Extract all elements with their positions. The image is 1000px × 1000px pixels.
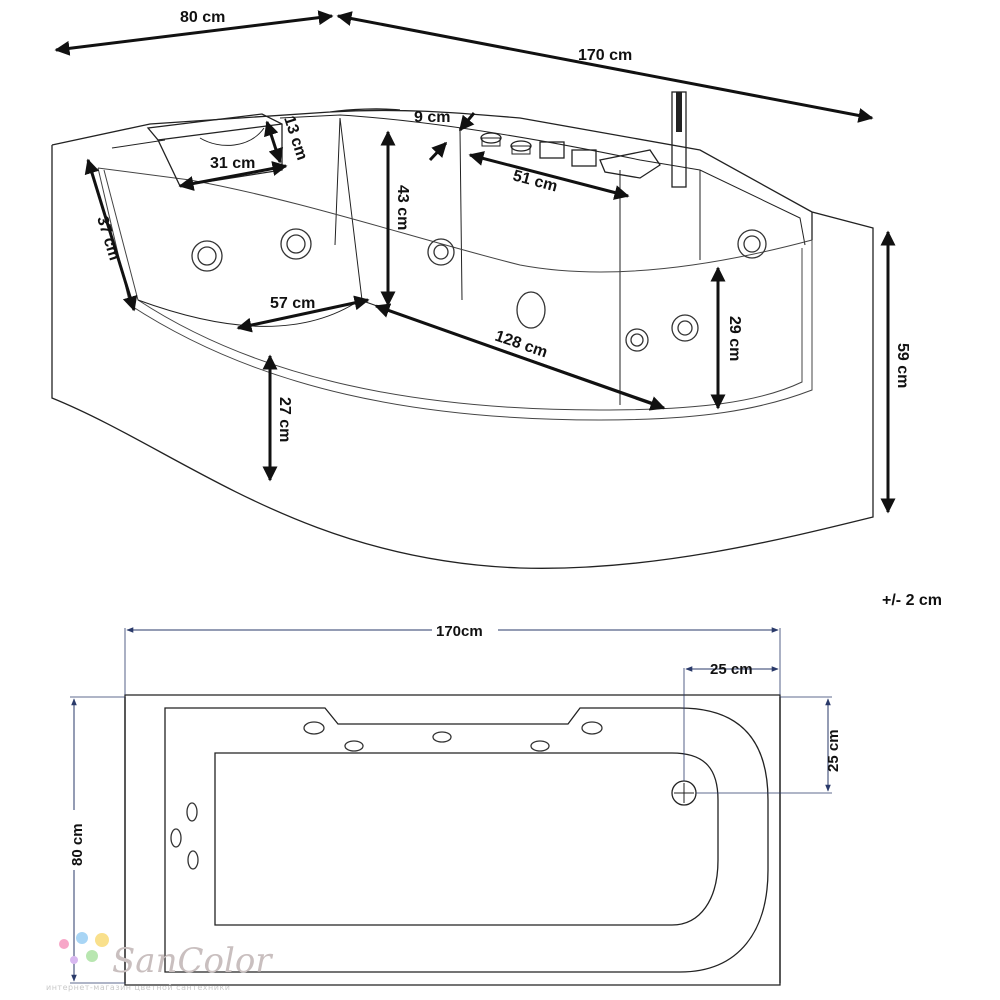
- whirlpool-jets: [191, 228, 767, 352]
- top-view-jets: [170, 721, 603, 870]
- dim-arrow-panel: [468, 151, 630, 200]
- dim-arrow-bottom-width: [236, 295, 370, 333]
- glass-panel-inner: [103, 169, 803, 411]
- dim-arrow-length: [336, 11, 874, 123]
- top-basin: [214, 752, 719, 926]
- label-outer-height: 59 cm: [894, 343, 911, 388]
- headrest-pillow-curve: [199, 127, 265, 146]
- label-glass-height: 29 cm: [726, 316, 743, 361]
- perspective-view: 80 cm 170 cm 9 cm 13 cm 31 cm 43 cm 51 c…: [51, 9, 911, 569]
- dim-arrow-pillow-width: [178, 161, 288, 191]
- label-drain-y: 25 cm: [825, 729, 842, 772]
- label-side: 37 cm: [93, 214, 123, 262]
- tub-bottom: [137, 299, 661, 406]
- label-length: 170 cm: [578, 47, 632, 64]
- faucet-controls: [480, 91, 687, 188]
- top-rim-outline: [124, 697, 781, 983]
- tub-inner-wall: [334, 117, 701, 405]
- watermark-brand: SanColor: [112, 941, 273, 981]
- tolerance-note: +/- 2 cm: [882, 592, 942, 609]
- label-inner-depth: 43 cm: [394, 185, 411, 230]
- watermark-dot: [70, 956, 78, 964]
- dim-arrow-pillow-height: [264, 120, 283, 164]
- glass-panel-top: [97, 167, 813, 273]
- label-width: 80 cm: [180, 9, 225, 26]
- watermark-dot: [95, 933, 109, 947]
- glass-panel-outer: [97, 167, 813, 421]
- dim-arrow-edge-b: [428, 141, 448, 162]
- watermark-tagline: интернет-магазин цветной сантехники: [46, 983, 230, 992]
- watermark-logo: SanColor интернет-магазин цветной сантех…: [46, 932, 273, 992]
- top-inner-rim: [164, 707, 769, 973]
- label-pillow-height: 13 cm: [280, 114, 310, 162]
- dim-arrow-width: [54, 10, 334, 56]
- label-top-width: 80 cm: [69, 823, 86, 866]
- label-drain-x: 25 cm: [710, 661, 753, 678]
- dim-arrow-edge-a: [458, 112, 476, 132]
- dim-arrow-bottom-length: [374, 303, 666, 411]
- watermark-dot: [59, 939, 69, 949]
- label-top-length: 170cm: [436, 623, 483, 640]
- label-pillow-width: 31 cm: [210, 155, 255, 172]
- watermark-dot: [76, 932, 88, 944]
- label-bottom-width: 57 cm: [270, 295, 315, 312]
- label-apron: 27 cm: [276, 397, 293, 442]
- headrest-pillow: [146, 113, 283, 187]
- label-bg-length: [432, 620, 498, 640]
- label-edge: 9 cm: [414, 109, 450, 126]
- label-bg-width: [64, 810, 86, 870]
- top-view: 170cm 25 cm 25 cm 80 cm: [64, 620, 842, 986]
- dim-arrow-side: [84, 158, 138, 312]
- watermark-dot: [86, 950, 98, 962]
